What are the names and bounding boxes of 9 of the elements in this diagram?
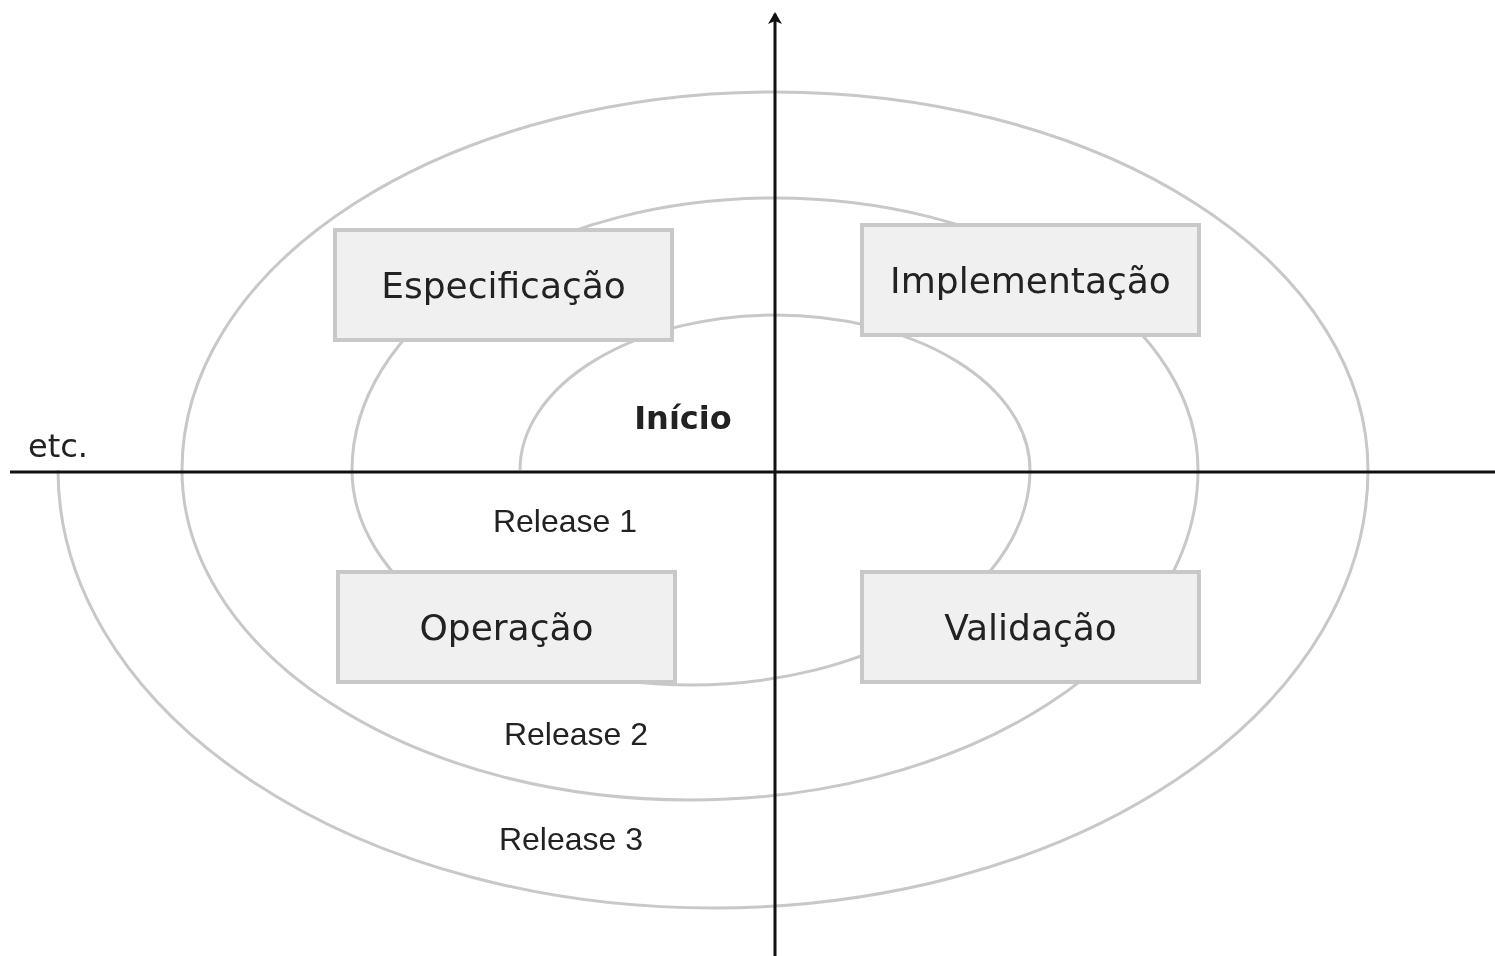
phase-box: Validação <box>860 570 1201 684</box>
start-label: Início <box>634 399 732 437</box>
phase-box: Implementação <box>860 223 1201 337</box>
release-label: Release 2 <box>503 715 649 753</box>
release-label: Release 1 <box>492 502 638 540</box>
release-label: Release 3 <box>498 820 644 858</box>
phase-box: Especificação <box>333 228 674 342</box>
side-note: etc. <box>28 427 88 465</box>
phase-box: Operação <box>336 570 677 684</box>
